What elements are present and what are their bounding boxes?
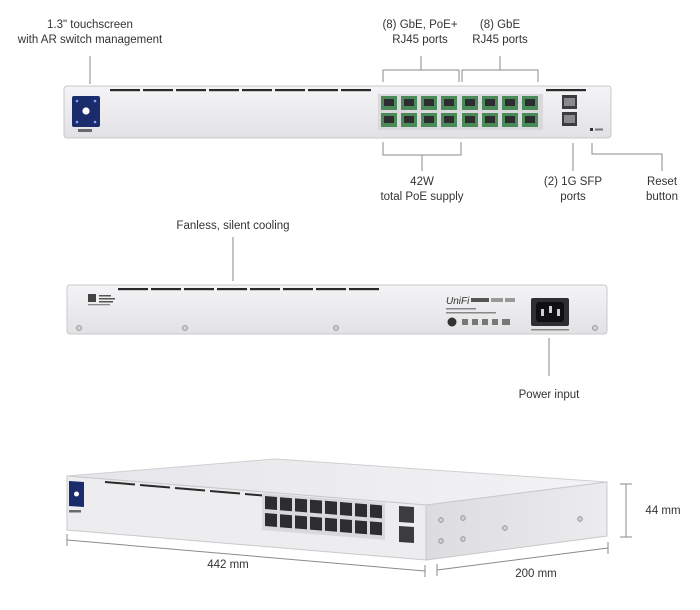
callout-sfp-ports-line1: (2) 1G SFP	[543, 176, 603, 188]
perspective-rj45-port	[310, 516, 322, 531]
dimension-depth-text: 200 mm	[515, 568, 557, 580]
callout-reset: Reset button	[630, 175, 694, 205]
callout-touchscreen-line1: 1.3" touchscreen	[47, 19, 133, 31]
front-vents	[110, 89, 586, 92]
front-model-badge	[78, 129, 92, 132]
callout-poe-supply-line1: 42W	[410, 176, 434, 188]
callout-poe-ports-line2: RJ45 ports	[392, 34, 448, 46]
perspective-rj45-port	[370, 504, 382, 519]
perspective-rj45-port	[280, 497, 292, 512]
sfp-cages	[562, 95, 577, 126]
rj45-port-socket	[465, 116, 475, 123]
rj45-port-socket	[424, 116, 434, 123]
callout-sfp-ports: (2) 1G SFP ports	[533, 175, 613, 205]
rj45-port-socket	[525, 99, 535, 106]
perspective-rj45-port	[370, 521, 382, 536]
perspective-rj45-port	[310, 499, 322, 514]
perspective-rj45-port	[325, 517, 337, 532]
perspective-rj45-port	[295, 515, 307, 530]
perspective-rj45-port	[340, 519, 352, 533]
callout-sfp-ports-line2: ports	[560, 191, 586, 203]
perspective-port-grid	[265, 496, 382, 536]
callout-power-text: Power input	[518, 389, 580, 401]
perspective-rj45-port	[340, 502, 352, 516]
dimension-height: 44 mm	[634, 504, 692, 519]
front-panel	[63, 85, 612, 139]
perspective-rj45-port	[355, 503, 367, 518]
rj45-port-socket	[404, 116, 414, 123]
perspective-rj45-port	[325, 500, 337, 515]
callout-poe-supply: 42W total PoE supply	[367, 175, 477, 205]
callout-poe-ports: (8) GbE, PoE+ RJ45 ports	[365, 18, 475, 48]
reset-button[interactable]	[590, 128, 593, 131]
dimension-height-text: 44 mm	[645, 505, 681, 517]
rj45-port-socket	[384, 116, 394, 123]
regulatory-label: UniFi	[446, 296, 515, 327]
callout-cooling: Fanless, silent cooling	[163, 219, 303, 234]
perspective-rj45-port	[280, 514, 292, 529]
rear-serial-label	[88, 294, 115, 306]
rear-leaders	[232, 237, 550, 376]
rj45-port-socket	[485, 99, 495, 106]
perspective-rj45-port	[295, 498, 307, 513]
perspective-rj45-port	[265, 513, 277, 527]
rear-screws	[76, 325, 598, 331]
callout-gbe-ports-line2: RJ45 ports	[472, 34, 528, 46]
callout-power: Power input	[504, 388, 594, 403]
callout-gbe-ports-line1: (8) GbE	[479, 19, 521, 31]
rj45-port-socket	[384, 99, 394, 106]
perspective-front	[66, 475, 427, 561]
dimension-lines	[66, 483, 632, 577]
dimension-depth: 200 mm	[506, 567, 566, 582]
rj45-port-socket	[505, 99, 515, 106]
callout-touchscreen: 1.3" touchscreen with AR switch manageme…	[10, 18, 170, 48]
perspective-view	[66, 458, 608, 561]
callout-reset-line1: Reset	[646, 176, 678, 188]
perspective-port-block	[262, 493, 385, 540]
brand-logo: UniFi	[446, 296, 470, 307]
touchscreen-glyph-icon	[82, 107, 90, 115]
dimension-width-text: 442 mm	[207, 559, 249, 571]
power-inlet[interactable]	[531, 298, 569, 331]
rj45-port-grid	[381, 96, 538, 127]
rj45-port-socket	[424, 99, 434, 106]
rear-panel: UniFi	[66, 284, 608, 335]
rj45-port-socket	[444, 116, 454, 123]
perspective-rj45-port	[355, 520, 367, 535]
callout-touchscreen-line2: with AR switch management	[17, 34, 163, 46]
perspective-rj45-port	[265, 496, 277, 510]
rj45-port-socket	[444, 99, 454, 106]
rj45-port-socket	[404, 99, 414, 106]
rj45-port-socket	[525, 116, 535, 123]
rj45-port-socket	[505, 116, 515, 123]
front-leaders	[89, 56, 663, 171]
rear-vents	[118, 288, 379, 291]
rj45-port-socket	[485, 116, 495, 123]
callout-poe-ports-line1: (8) GbE, PoE+	[382, 19, 458, 31]
callout-poe-supply-line2: total PoE supply	[380, 191, 464, 203]
callout-reset-line2: button	[646, 191, 678, 203]
rj45-port-socket	[465, 99, 475, 106]
callout-cooling-text: Fanless, silent cooling	[176, 220, 290, 232]
callout-gbe-ports: (8) GbE RJ45 ports	[450, 18, 550, 48]
dimension-width: 442 mm	[198, 558, 258, 573]
